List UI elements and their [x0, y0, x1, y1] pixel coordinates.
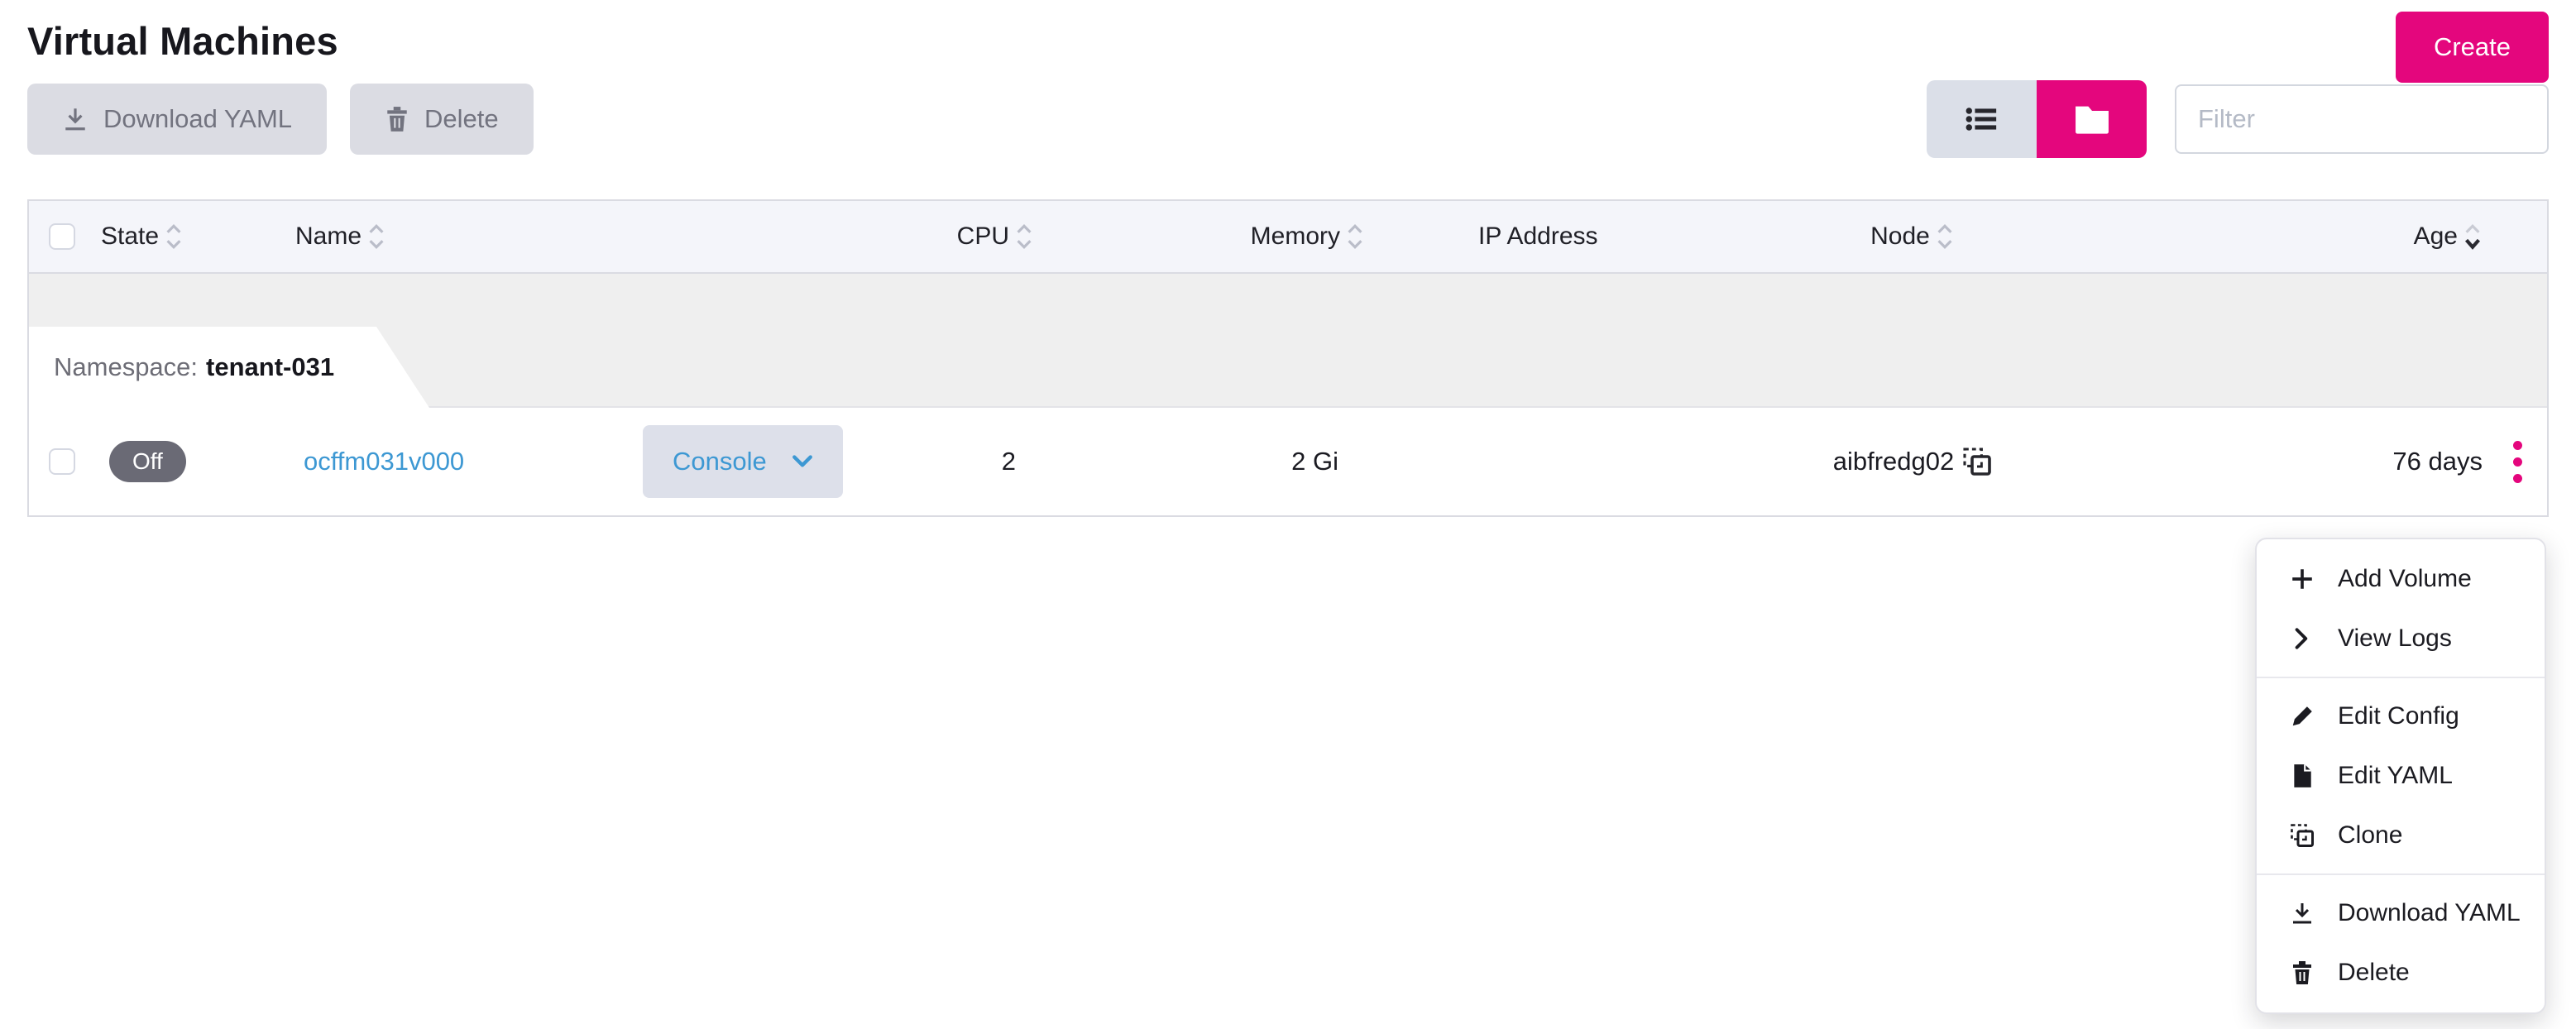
- menu-divider: [2257, 873, 2545, 875]
- column-label: Name: [295, 223, 362, 250]
- column-label: Age: [2413, 223, 2458, 250]
- sort-icon: [1935, 222, 1955, 251]
- sort-icon-active-desc: [2463, 222, 2483, 251]
- chevron-right-icon: [2288, 626, 2316, 651]
- console-button[interactable]: Console: [643, 425, 843, 498]
- trash-icon: [2288, 960, 2316, 985]
- download-yaml-button[interactable]: Download YAML: [27, 84, 328, 155]
- console-cell: Console: [603, 425, 907, 498]
- delete-label: Delete: [424, 104, 499, 133]
- status-badge: Off: [109, 441, 186, 482]
- folder-view-icon: [2073, 103, 2111, 136]
- chevron-down-icon: [792, 454, 813, 469]
- copy-icon: [2288, 823, 2316, 848]
- column-header-ip-address: IP Address: [1383, 223, 1772, 251]
- menu-item-label: Edit Config: [2338, 702, 2459, 730]
- view-mode-toggle: [1927, 80, 2147, 158]
- namespace-group-tab: Namespace: tenant-031: [29, 327, 429, 408]
- row-checkbox[interactable]: [49, 448, 75, 475]
- table-row: Off ocffm031v000 Console 2 2 Gi aibfredg…: [29, 408, 2547, 515]
- menu-divider: [2257, 677, 2545, 678]
- download-yaml-label: Download YAML: [103, 104, 293, 133]
- file-icon: [2288, 763, 2316, 788]
- state-cell: Off: [93, 441, 295, 482]
- page-title: Virtual Machines: [27, 19, 338, 63]
- name-cell: ocffm031v000: [295, 447, 603, 476]
- menu-item-label: Edit YAML: [2338, 762, 2453, 789]
- sort-icon: [1345, 222, 1365, 251]
- column-header-age[interactable]: Age: [2053, 222, 2487, 251]
- actions-row: Download YAML Delete: [27, 80, 2549, 158]
- menu-item-label: Clone: [2338, 821, 2403, 849]
- column-header-cpu[interactable]: CPU: [907, 222, 1052, 251]
- trash-icon: [385, 106, 409, 132]
- menu-item-label: Download YAML: [2338, 899, 2521, 926]
- menu-item-view-logs[interactable]: View Logs: [2257, 609, 2545, 668]
- cpu-cell: 2: [1001, 447, 1016, 476]
- menu-item-delete[interactable]: Delete: [2257, 943, 2545, 1003]
- node-cell: aibfredg02: [1772, 447, 2053, 476]
- menu-item-label: Delete: [2338, 959, 2410, 986]
- row-context-menu: Add Volume View Logs Edit Config Edit YA…: [2255, 538, 2546, 1014]
- menu-item-edit-yaml[interactable]: Edit YAML: [2257, 746, 2545, 806]
- namespace-label: Namespace:: [54, 352, 199, 381]
- sort-icon: [366, 222, 386, 251]
- select-all-checkbox[interactable]: [49, 223, 75, 250]
- sort-icon: [164, 222, 184, 251]
- plus-icon: [2288, 567, 2316, 591]
- list-view-button[interactable]: [1927, 80, 2037, 158]
- column-label: IP Address: [1478, 223, 1598, 250]
- topbar: Virtual Machines Create Download YAML De…: [0, 0, 2576, 158]
- download-icon: [62, 106, 89, 132]
- menu-item-download-yaml[interactable]: Download YAML: [2257, 883, 2545, 943]
- vm-table: State Name CPU Memory IP Address: [27, 199, 2549, 517]
- column-label: Node: [1870, 223, 1930, 250]
- pencil-icon: [2288, 704, 2316, 729]
- table-header-row: State Name CPU Memory IP Address: [29, 201, 2547, 274]
- row-select-cell: [29, 448, 93, 475]
- select-all-cell: [29, 223, 93, 250]
- copy-icon[interactable]: [1962, 447, 1992, 476]
- create-button[interactable]: Create: [2395, 12, 2549, 83]
- memory-cell: 2 Gi: [1291, 447, 1338, 476]
- list-view-icon: [1964, 103, 2000, 136]
- filter-input[interactable]: [2175, 84, 2549, 154]
- delete-button[interactable]: Delete: [350, 84, 534, 155]
- namespace-value: tenant-031: [206, 352, 335, 381]
- namespace-group-band: Namespace: tenant-031: [29, 274, 2547, 408]
- row-actions-cell: [2487, 433, 2547, 491]
- menu-item-add-volume[interactable]: Add Volume: [2257, 549, 2545, 609]
- age-cell: 76 days: [2392, 447, 2483, 476]
- vm-name-link[interactable]: ocffm031v000: [304, 447, 465, 476]
- node-name: aibfredg02: [1832, 447, 1955, 476]
- menu-item-label: View Logs: [2338, 625, 2452, 652]
- sort-icon: [1014, 222, 1034, 251]
- column-header-node[interactable]: Node: [1772, 222, 2053, 251]
- folder-view-button[interactable]: [2037, 80, 2147, 158]
- download-icon: [2288, 901, 2316, 926]
- menu-item-clone[interactable]: Clone: [2257, 806, 2545, 865]
- column-header-state[interactable]: State: [93, 222, 295, 251]
- column-header-name[interactable]: Name: [295, 222, 603, 251]
- console-label: Console: [673, 447, 767, 476]
- column-header-memory[interactable]: Memory: [1052, 222, 1383, 251]
- column-label: CPU: [956, 223, 1009, 250]
- column-label: Memory: [1250, 223, 1340, 250]
- menu-item-label: Add Volume: [2338, 565, 2472, 592]
- menu-item-edit-config[interactable]: Edit Config: [2257, 687, 2545, 746]
- column-label: State: [101, 223, 160, 250]
- kebab-menu-icon[interactable]: [2505, 433, 2531, 491]
